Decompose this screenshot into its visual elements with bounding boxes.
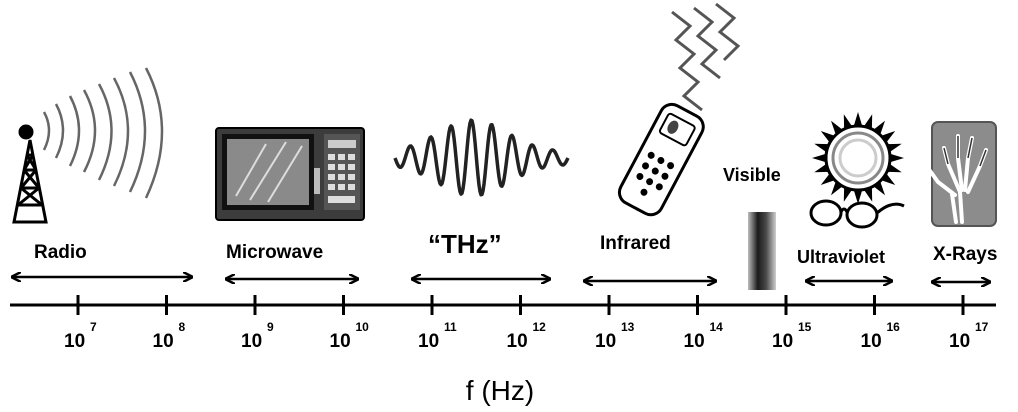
band-label-thz: “THz” bbox=[428, 229, 502, 259]
sun-ray bbox=[890, 154, 904, 162]
tick-label-exponent: 12 bbox=[533, 320, 547, 334]
sun-ray bbox=[843, 114, 852, 129]
sun-glasses-icon bbox=[809, 112, 905, 229]
tick-label-base: 10 bbox=[861, 331, 882, 352]
band-label-infrared: Infrared bbox=[600, 233, 671, 254]
band-label-ultraviolet: Ultraviolet bbox=[797, 247, 885, 267]
tick-label-exponent: 14 bbox=[710, 320, 724, 334]
sun-ray bbox=[814, 164, 829, 173]
sun-ray bbox=[812, 154, 826, 162]
tick-label-base: 10 bbox=[772, 331, 793, 352]
tick-label-exponent: 17 bbox=[975, 320, 989, 334]
cell-phone-icon bbox=[617, 2, 741, 217]
tick-label-exponent: 8 bbox=[179, 320, 186, 334]
tick-label-exponent: 9 bbox=[267, 320, 274, 334]
sun-ray bbox=[887, 164, 902, 173]
tick-label-exponent: 15 bbox=[798, 320, 812, 334]
tick-label-base: 10 bbox=[241, 331, 262, 352]
sun-ray bbox=[887, 143, 902, 152]
sun-ray bbox=[854, 112, 862, 126]
sun-ray bbox=[814, 143, 829, 152]
thz-wave-icon bbox=[393, 118, 570, 197]
sun-ray bbox=[843, 187, 852, 202]
microwave-oven-icon bbox=[215, 127, 365, 221]
tick-label-base: 10 bbox=[330, 331, 351, 352]
radio-tower-icon bbox=[12, 67, 164, 224]
tick-label-base: 10 bbox=[153, 331, 174, 352]
band-label-microwave: Microwave bbox=[226, 242, 323, 263]
sun-ray bbox=[864, 114, 873, 129]
sun-ray bbox=[854, 190, 862, 204]
tick-label-base: 10 bbox=[507, 331, 528, 352]
band-label-visible: Visible bbox=[723, 165, 781, 185]
tick-label-base: 10 bbox=[595, 331, 616, 352]
tick-label-base: 10 bbox=[684, 331, 705, 352]
tick-label-base: 10 bbox=[64, 331, 85, 352]
band-label-xrays: X-Rays bbox=[933, 244, 997, 265]
tick-label-base: 10 bbox=[949, 331, 970, 352]
visible-gradient-icon bbox=[748, 212, 776, 290]
band-label-radio: Radio bbox=[34, 242, 87, 263]
tick-label-base: 10 bbox=[418, 331, 439, 352]
axis-label: f (Hz) bbox=[466, 375, 534, 406]
tick-label-exponent: 13 bbox=[621, 320, 635, 334]
xray-hand-icon bbox=[926, 121, 997, 227]
tick-label-exponent: 10 bbox=[356, 320, 370, 334]
sun-ray bbox=[864, 187, 873, 202]
tick-label-exponent: 7 bbox=[90, 320, 97, 334]
tick-label-exponent: 11 bbox=[444, 320, 457, 334]
tick-label-exponent: 16 bbox=[887, 320, 901, 334]
